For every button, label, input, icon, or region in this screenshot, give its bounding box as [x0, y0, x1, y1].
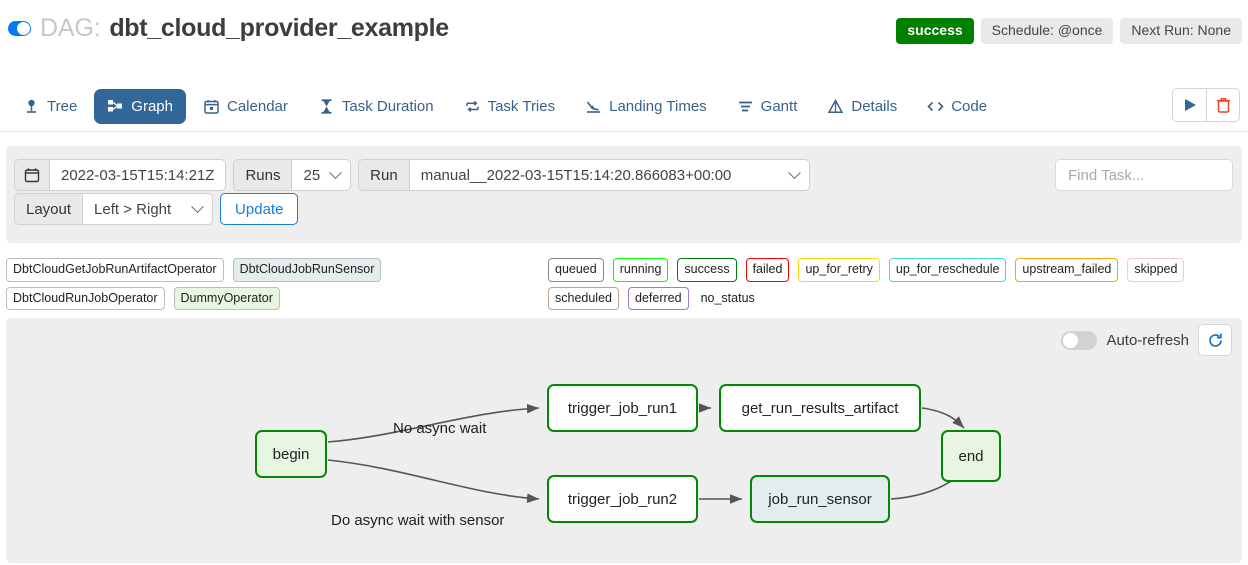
dag-label: DAG: — [40, 14, 101, 42]
landing-icon — [585, 98, 602, 115]
runs-group: Runs 25 — [233, 159, 352, 191]
trigger-dag-play-icon[interactable] — [1173, 89, 1206, 121]
graph-node-job_run_sensor[interactable]: job_run_sensor — [750, 475, 890, 523]
tab-label: Calendar — [227, 97, 288, 115]
legend-state-chip[interactable]: success — [677, 258, 737, 282]
runs-select-value: 25 — [303, 166, 321, 184]
tree-icon — [23, 98, 40, 115]
graph-edges — [327, 403, 967, 504]
layout-group: Layout Left > Right — [14, 193, 214, 225]
graph-node-trigger_job_run2[interactable]: trigger_job_run2 — [547, 475, 698, 523]
graph-canvas[interactable]: begin trigger_job_run1 get_run_results_art… — [6, 318, 1242, 563]
legend-operator-chip[interactable]: DbtCloudRunJobOperator — [6, 286, 165, 310]
legend-state-chip[interactable]: skipped — [1127, 258, 1185, 282]
dag-pause-toggle[interactable] — [8, 21, 31, 36]
run-select[interactable]: manual__2022-03-15T15:14:20.866083+00:00 — [409, 159, 810, 191]
legend-operator-chip[interactable]: DbtCloudGetJobRunArtifactOperator — [6, 258, 224, 282]
chevron-down-icon — [787, 166, 801, 180]
tab-graph[interactable]: Graph — [94, 88, 186, 124]
dag-view-tabs: Tree Graph Calendar Task Duration Task Tries… — [0, 80, 1248, 132]
runs-select[interactable]: 25 — [292, 159, 352, 191]
filter-row-layout: Layout Left > Right Update — [14, 193, 299, 225]
auto-refresh-toggle[interactable] — [1061, 330, 1098, 350]
graph-node-end[interactable]: end — [941, 430, 1001, 482]
calendar-icon[interactable] — [14, 159, 50, 191]
code-icon — [927, 98, 944, 115]
filter-toolbar: 2022-03-15T15:14:21Z Runs 25 Run manual_… — [6, 146, 1242, 243]
legend-operator-chip[interactable]: DummyOperator — [173, 286, 280, 310]
graph-icon — [107, 98, 124, 115]
run-group: Run manual__2022-03-15T15:14:20.866083+0… — [358, 159, 810, 191]
update-button[interactable]: Update — [220, 193, 299, 225]
tab-details[interactable]: Details — [814, 89, 910, 124]
calendar-icon — [203, 98, 220, 115]
dag-title: DAG: dbt_cloud_provider_example — [8, 14, 449, 43]
header-badges: success Schedule: @once Next Run: None — [896, 18, 1242, 45]
retry-icon — [464, 98, 481, 115]
tab-label: Details — [851, 97, 898, 115]
tab-task-duration[interactable]: Task Duration — [305, 89, 447, 124]
legend-state-chip[interactable]: queued — [548, 258, 604, 282]
legend-operator-chip[interactable]: DbtCloudJobRunSensor — [232, 258, 382, 282]
tab-code[interactable]: Code — [914, 89, 1000, 124]
tab-label: Task Tries — [487, 97, 556, 115]
tab-label: Code — [951, 97, 988, 115]
find-task-input[interactable]: Find Task... — [1055, 159, 1233, 191]
run-label: Run — [358, 159, 410, 191]
tab-gantt[interactable]: Gantt — [724, 89, 811, 124]
tab-landing-times[interactable]: Landing Times — [572, 89, 720, 124]
layout-select[interactable]: Left > Right — [83, 193, 214, 225]
graph-panel: Auto-refresh — [6, 318, 1242, 563]
tab-calendar[interactable]: Calendar — [190, 89, 301, 124]
dag-name: dbt_cloud_provider_example — [109, 14, 449, 42]
graph-node-begin[interactable]: begin — [255, 430, 327, 478]
base-date-group: 2022-03-15T15:14:21Z — [14, 159, 227, 191]
tab-label: Task Duration — [341, 97, 434, 115]
dag-header: DAG: dbt_cloud_provider_example success … — [0, 14, 1248, 60]
chevron-down-icon — [329, 166, 343, 180]
status-badge: success — [896, 18, 974, 45]
graph-edge-label: No async wait — [393, 420, 487, 437]
legend-state-chip[interactable]: upstream_failed — [1015, 258, 1119, 282]
refresh-icon[interactable] — [1198, 324, 1232, 356]
delete-dag-trash-icon[interactable] — [1206, 89, 1239, 121]
filter-row-dates: 2022-03-15T15:14:21Z Runs 25 Run manual_… — [14, 159, 810, 191]
chevron-down-icon — [191, 200, 204, 214]
next-run-badge: Next Run: None — [1120, 18, 1242, 45]
gantt-icon — [737, 98, 754, 115]
legend-state-chip[interactable]: running — [612, 258, 669, 282]
legend-state-chip[interactable]: scheduled — [548, 286, 619, 310]
graph-node-get_run_results_artifact[interactable]: get_run_results_artifact — [719, 384, 921, 432]
tab-label: Landing Times — [609, 97, 707, 115]
layout-select-value: Left > Right — [94, 200, 172, 218]
tab-tree[interactable]: Tree — [10, 89, 90, 124]
schedule-badge: Schedule: @once — [980, 18, 1114, 45]
run-select-value: manual__2022-03-15T15:14:20.866083+00:00 — [420, 166, 732, 184]
tab-label: Tree — [47, 97, 78, 115]
graph-node-trigger_job_run1[interactable]: trigger_job_run1 — [547, 384, 698, 432]
tab-label: Graph — [131, 97, 173, 115]
graph-edge-label: Do async wait with sensor — [331, 512, 505, 529]
legend-state-chip[interactable]: up_for_retry — [798, 258, 880, 282]
dag-actions — [1172, 88, 1240, 122]
layout-label: Layout — [14, 193, 84, 225]
legend-state-chip[interactable]: deferred — [628, 286, 689, 310]
state-legend: queued running success failed up_for_retry up… — [548, 258, 1242, 310]
tab-task-tries[interactable]: Task Tries — [451, 89, 569, 124]
legend-state-chip[interactable]: up_for_reschedule — [888, 258, 1007, 282]
runs-label: Runs — [233, 159, 293, 191]
hourglass-icon — [318, 98, 335, 115]
legend-state-chip[interactable]: failed — [745, 258, 790, 282]
base-date-input[interactable]: 2022-03-15T15:14:21Z — [50, 159, 227, 191]
triangle-icon — [827, 98, 844, 115]
graph-tools: Auto-refresh — [1061, 324, 1232, 356]
tab-label: Gantt — [760, 97, 798, 115]
legend-state-chip[interactable]: no_status — [700, 290, 755, 305]
auto-refresh-label: Auto-refresh — [1106, 331, 1189, 349]
